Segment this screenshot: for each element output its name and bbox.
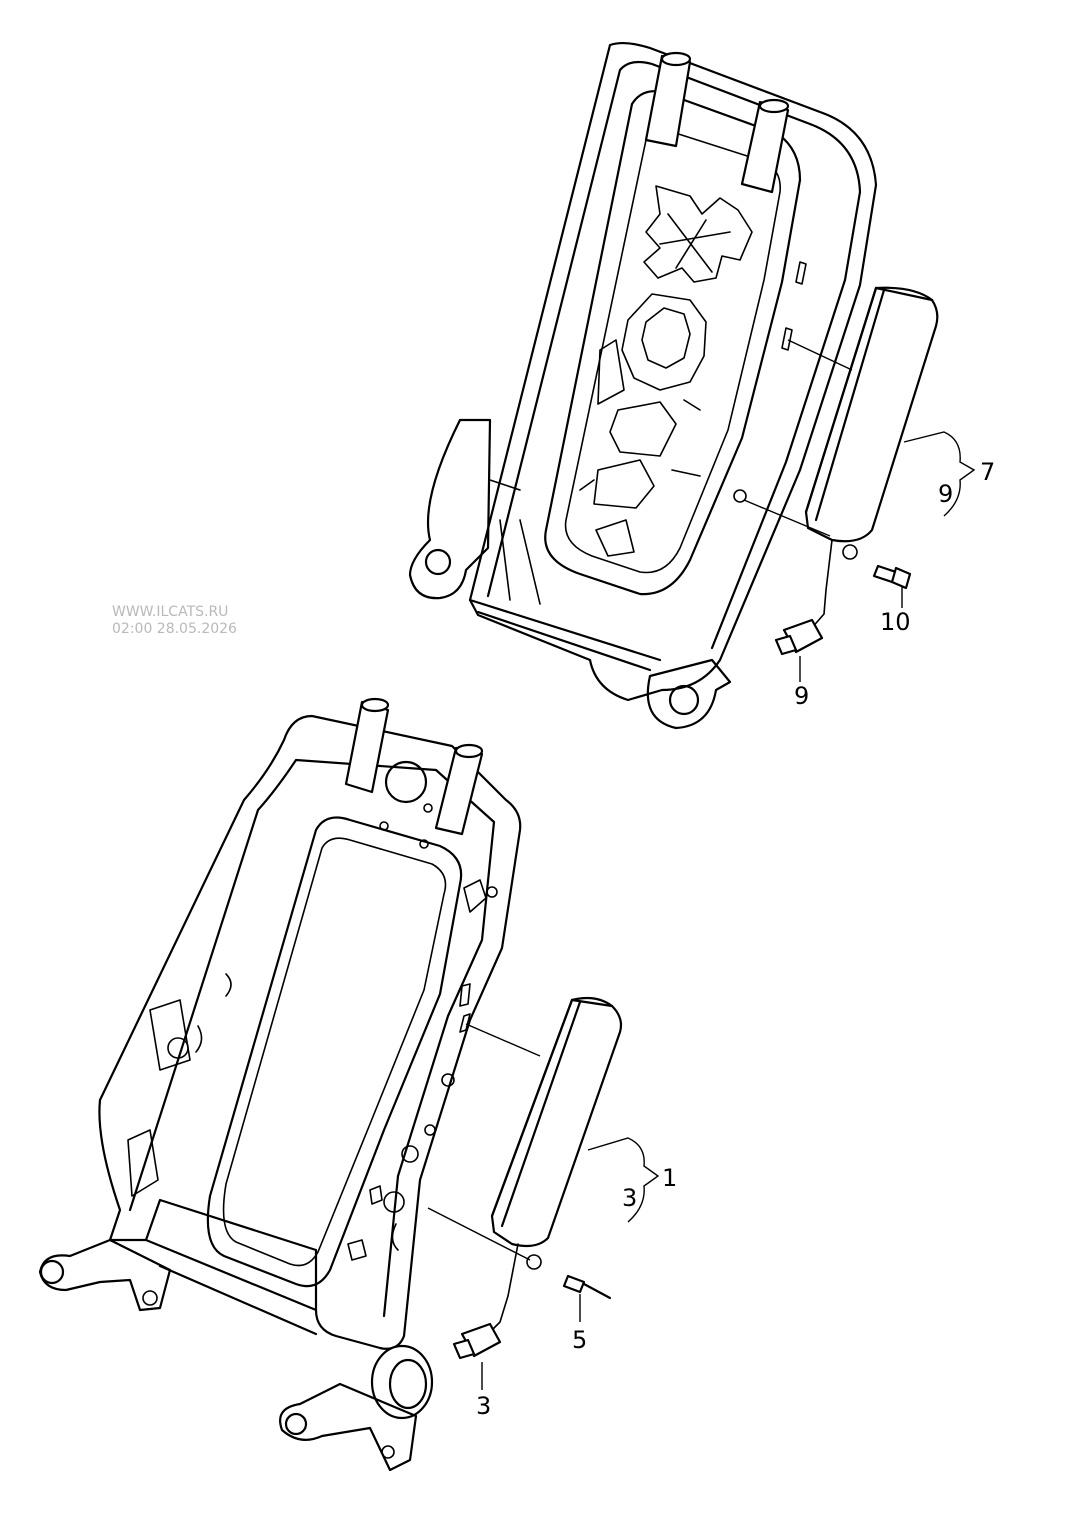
watermark-timestamp: 02:00 28.05.2026: [112, 621, 237, 637]
lower-side-airbag: [427, 996, 623, 1360]
callout-lower-connector: 3: [476, 1392, 491, 1420]
callout-upper-bolt: 10: [880, 608, 911, 636]
callout-lower-group-sub: 3: [622, 1184, 637, 1212]
callout-upper-group-total: 7: [980, 458, 995, 486]
upper-seat-back-frame: [408, 41, 878, 730]
lower-seat-back-frame: [38, 697, 522, 1472]
callout-upper-group-sub: 9: [938, 480, 953, 508]
callout-lower-rivet: 5: [572, 1326, 587, 1354]
callout-upper-connector: 9: [794, 682, 809, 710]
upper-side-airbag: [743, 286, 939, 656]
watermark-site: WWW.ILCATS.RU: [112, 604, 229, 620]
upper-callouts: 7 9 10 9: [794, 431, 995, 710]
callout-lower-group-total: 1: [662, 1164, 677, 1192]
lower-callouts: 1 3 5 3: [476, 1137, 677, 1420]
